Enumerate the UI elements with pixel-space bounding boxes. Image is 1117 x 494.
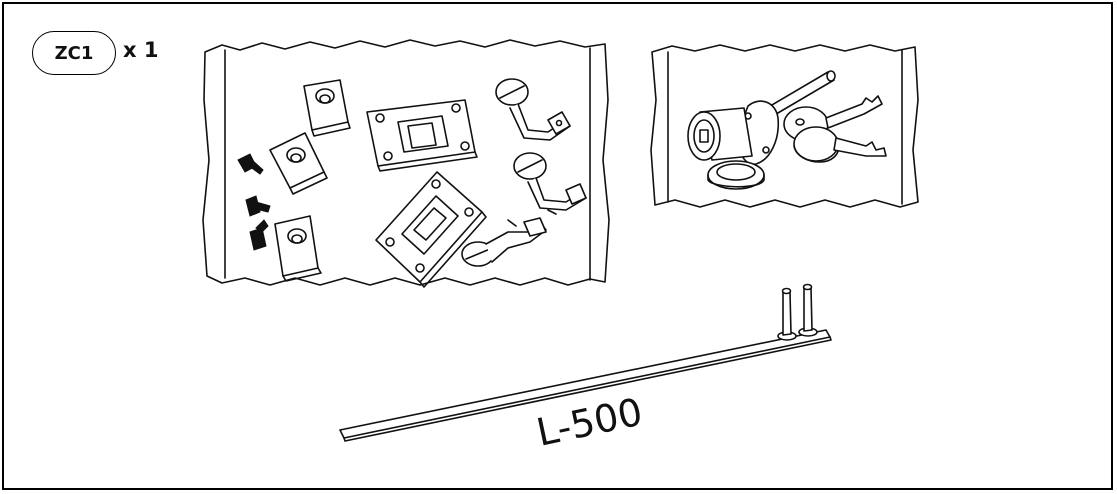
screw-icon [237, 153, 264, 175]
key-icon [793, 126, 887, 163]
square-nut-icon [269, 132, 328, 195]
square-nut-icon [303, 79, 351, 137]
rod-icon [339, 283, 832, 442]
rod-length-label: L-500 [533, 390, 647, 455]
latch-icon [461, 217, 547, 267]
lock-cylinder-icon [687, 100, 780, 165]
pin-icon [798, 283, 818, 337]
screw-icon [249, 219, 269, 251]
part-code-badge: ZC1 [32, 31, 116, 75]
lock-bag-icon [650, 44, 919, 208]
part-quantity: x 1 [123, 38, 159, 62]
square-nut-icon [274, 215, 322, 282]
screw-icon [245, 195, 271, 217]
pin-icon [777, 287, 797, 341]
latch-icon [495, 78, 571, 141]
catch-plate-icon [375, 171, 487, 288]
part-code: ZC1 [54, 42, 94, 64]
lock-ring-icon [707, 160, 765, 190]
catch-plate-icon [366, 99, 478, 172]
latch-icon [513, 152, 587, 215]
hardware-bag-icon [202, 39, 610, 288]
